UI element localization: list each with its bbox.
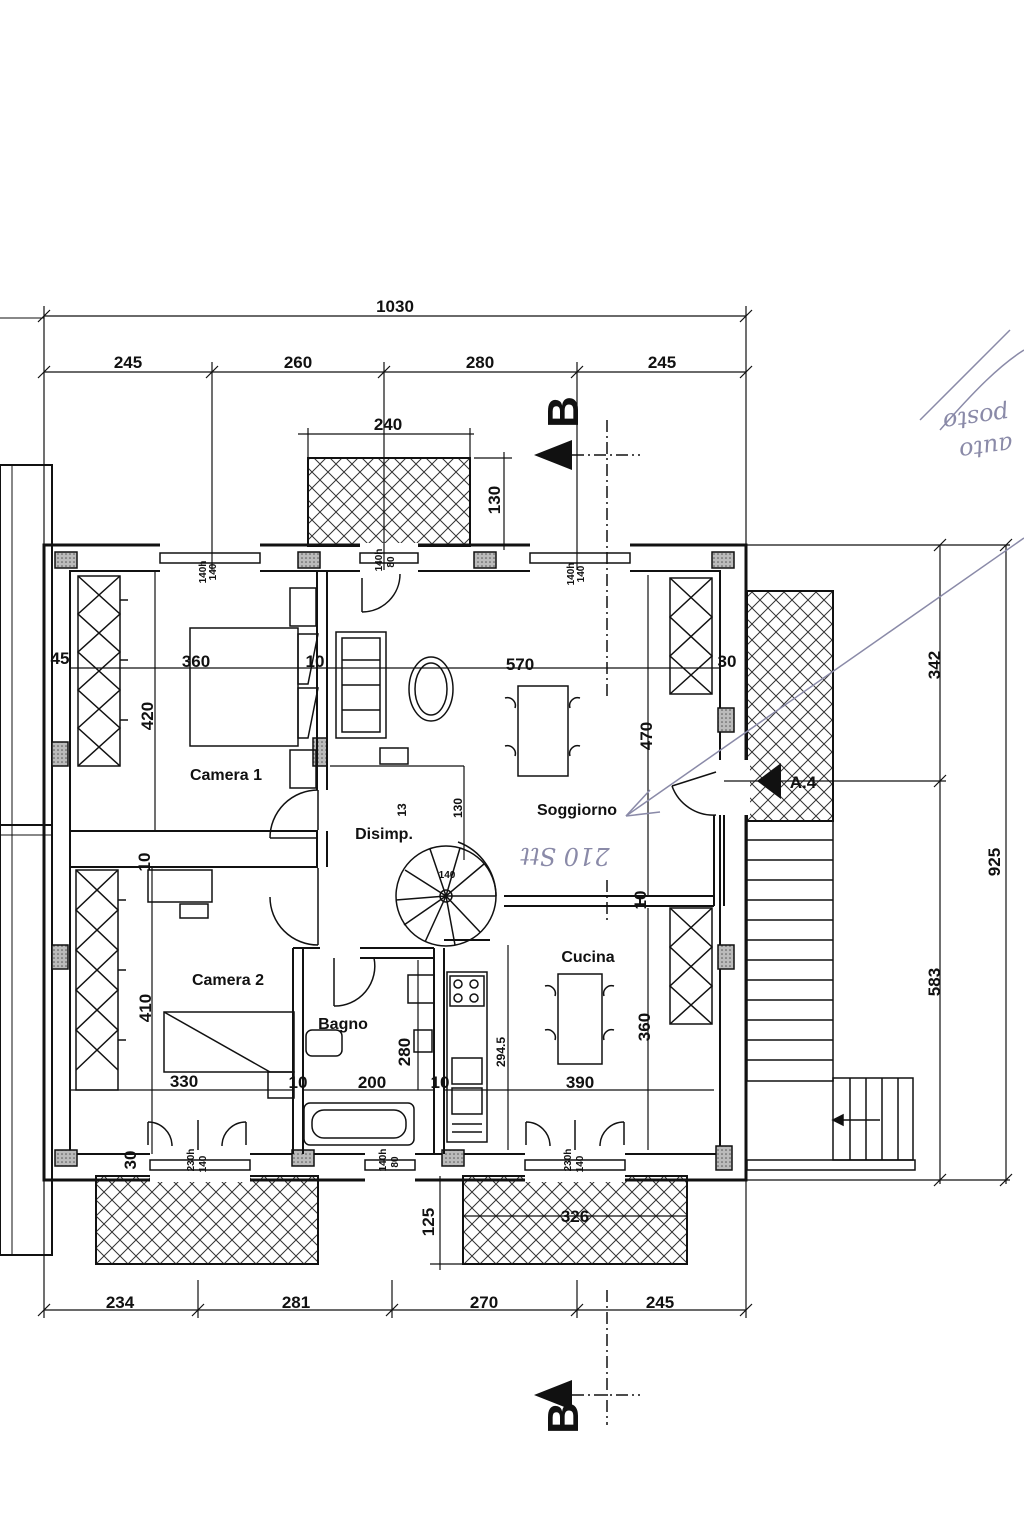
room-cucina-width: 390 [566, 1073, 594, 1092]
dim-right-total: 925 [985, 848, 1004, 876]
opening-4-w: 140 [198, 1155, 209, 1172]
dim-top-1: 245 [114, 353, 142, 372]
room-cucina-counter: 294.5 [494, 1037, 508, 1067]
section-arrow-bottom [534, 1380, 572, 1410]
dim-balcony-top-width: 240 [374, 415, 402, 434]
dim-bottom-2: 281 [282, 1293, 310, 1312]
room-camera1-height: 420 [138, 702, 157, 730]
dim-top-4: 245 [648, 353, 676, 372]
opening-6-w: 140 [575, 1155, 586, 1172]
opening-1-h: 140h [198, 561, 209, 584]
room-cucina-height: 360 [635, 1013, 654, 1041]
external-stair [746, 820, 916, 1171]
dim-wall-10b: 10 [135, 853, 154, 872]
room-camera2-height: 410 [136, 994, 155, 1022]
opening-5-h: 140h [378, 1149, 389, 1172]
dim-overall-width: 1030 [376, 297, 414, 316]
room-soggiorno-width: 570 [506, 655, 534, 674]
dim-wall-10c: 10 [631, 891, 650, 910]
spiral-stair [395, 841, 497, 947]
room-soggiorno-height: 470 [637, 722, 656, 750]
window-openings [150, 543, 750, 1182]
doors [147, 573, 717, 1150]
opening-4-h: 230h [186, 1149, 197, 1172]
handwritten-note-room: 210 Stt [520, 842, 611, 870]
section-arrow-top [534, 440, 572, 470]
opening-2-h: 140h [374, 549, 385, 572]
dim-wall-10a: 10 [306, 652, 325, 671]
access-label: A.4 [790, 773, 817, 792]
room-bagno-name: Bagno [318, 1016, 368, 1033]
dim-bottom-1: 234 [106, 1293, 135, 1312]
living-furniture [335, 631, 615, 1065]
room-camera1-name: Camera 1 [190, 767, 262, 784]
dim-balcony-bottom-depth: 125 [419, 1208, 438, 1236]
left-edge-structure [0, 317, 53, 1256]
columns [51, 551, 735, 1171]
wardrobes [74, 575, 714, 1091]
dim-right-upper: 342 [925, 651, 944, 679]
opening-3-h: 140h [566, 563, 577, 586]
room-disimpegno-h1: 13 [395, 803, 409, 817]
room-cucina-name: Cucina [561, 949, 614, 966]
dimension-lines [37, 306, 1013, 1318]
opening-1-w: 140 [208, 563, 219, 580]
room-camera2-name: Camera 2 [192, 972, 264, 989]
opening-3-w: 140 [576, 565, 587, 582]
opening-2-w: 80 [386, 556, 397, 568]
dim-wall-10d: 10 [289, 1073, 308, 1092]
dim-bottom-4: 245 [646, 1293, 674, 1312]
window-frames [44, 543, 631, 1171]
dim-wall-30a: 30 [718, 652, 737, 671]
balcony-bottom-left [95, 1175, 319, 1265]
stair-size: 140 [439, 870, 456, 881]
opening-6-h: 230h [563, 1149, 574, 1172]
dim-balcony-top-depth: 130 [485, 486, 504, 514]
dim-balcony-bottom-width: 326 [561, 1207, 589, 1226]
dim-wall-30b: 30 [121, 1151, 140, 1170]
dim-wall-45: 45 [51, 649, 70, 668]
room-soggiorno-name: Soggiorno [537, 802, 617, 819]
access-arrow [757, 763, 781, 799]
beds [147, 587, 319, 1099]
handwritten-note-margin-2: auto [957, 430, 1014, 465]
room-camera2-width: 330 [170, 1072, 198, 1091]
dim-top-2: 260 [284, 353, 312, 372]
handwritten-note-margin-1: posto [941, 399, 1010, 436]
room-camera1-width: 360 [182, 652, 210, 671]
dim-bottom-3: 270 [470, 1293, 498, 1312]
dim-right-lower: 583 [925, 968, 944, 996]
room-bagno-width: 200 [358, 1073, 386, 1092]
section-marker-top: B [539, 396, 588, 428]
dim-wall-10e: 10 [431, 1073, 450, 1092]
section-lines [572, 420, 640, 1425]
opening-5-w: 80 [390, 1156, 401, 1168]
room-bagno-height: 280 [395, 1038, 414, 1066]
interior-walls [70, 572, 725, 1154]
dim-top-3: 280 [466, 353, 494, 372]
pen-strokes [625, 329, 1024, 817]
kitchen-bath-fixtures [303, 971, 488, 1146]
section-marker-bottom: B [539, 1402, 588, 1434]
balcony-top [307, 457, 471, 547]
room-disimpegno-name: Disimp. [355, 826, 413, 843]
room-disimpegno-h2: 130 [451, 798, 465, 818]
